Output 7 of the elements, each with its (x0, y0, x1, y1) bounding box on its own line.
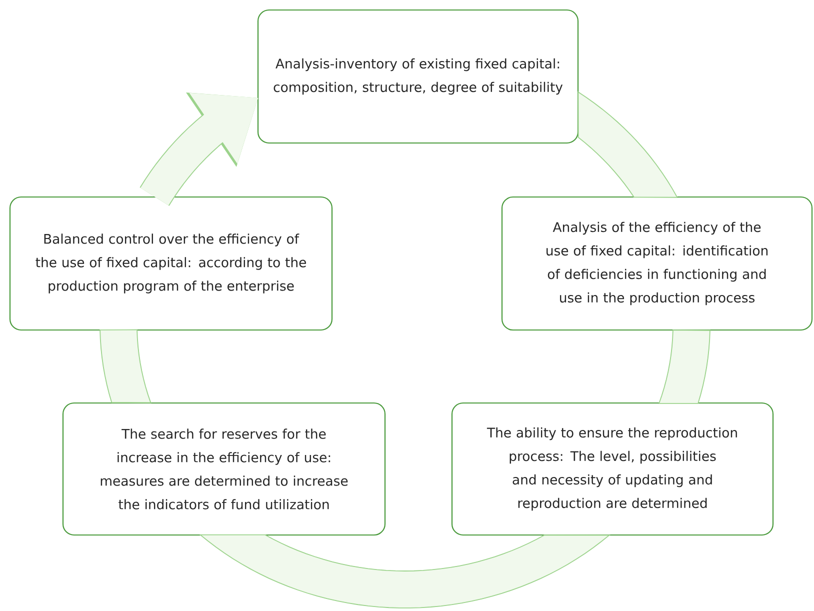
process-box: Analysis of the efficiency of the use of fixed capital: identification of deficiencies in functioning and use in the production process (501, 196, 813, 331)
process-box: Balanced control over the efficiency of the use of fixed capital: according to the production program of the enterprise (9, 196, 333, 331)
process-box: The search for reserves for the increase in the efficiency of use: measures are determined to increase the indicators of fund utilization (62, 402, 386, 536)
process-box: The ability to ensure the reproduction process: The level, possibilities and necessity of updating and reproduction are determined (451, 402, 774, 536)
curved-band (658, 330, 710, 404)
process-box: Analysis-inventory of existing fixed capital: composition, structure, degree of suitability (257, 9, 579, 144)
curved-band (100, 329, 152, 404)
